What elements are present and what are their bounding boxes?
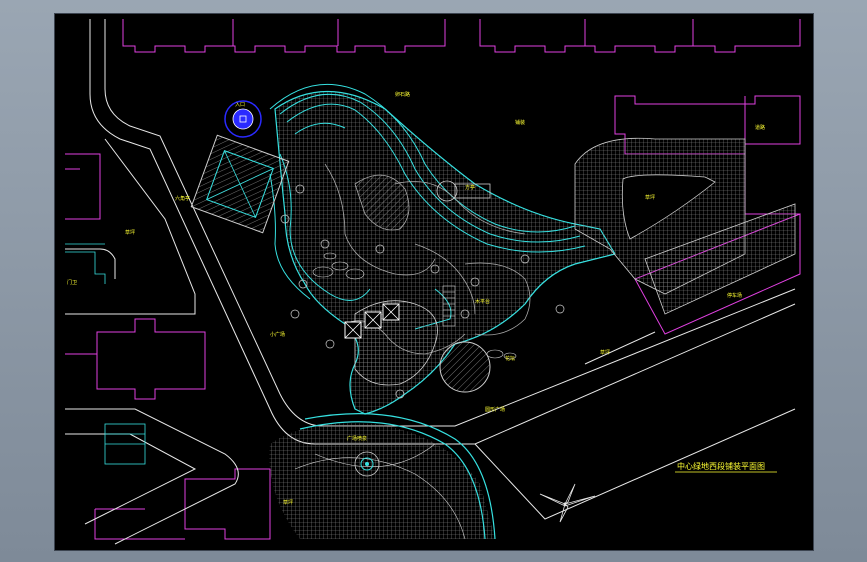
label-flower-bed: 花坛 [505, 355, 515, 362]
water-feature [224, 100, 262, 138]
label-grass-b: 草坪 [600, 349, 610, 356]
label-entry: 入口 [235, 102, 245, 108]
label-ring: 圆形广场 [485, 406, 505, 413]
hexagonal-pavilion [190, 134, 290, 234]
roads [65, 19, 796, 545]
label-pavilion: 六角亭 [175, 195, 190, 202]
cad-drawing-viewport: 广场喷泉 铺装 草坪 草坪 草坪 草坪 六角亭 圆形广场 卵石路 小广场 入口 … [54, 13, 814, 551]
park-paving [274, 90, 796, 415]
label-grass-d: 草坪 [283, 499, 293, 506]
cyan-paths [269, 83, 586, 330]
top-buildings [122, 19, 801, 53]
shrubs [312, 252, 517, 360]
label-paving: 铺装 [515, 119, 525, 126]
north-arrow-icon [539, 483, 596, 523]
site-plan-drawing: 广场喷泉 铺装 草坪 草坪 草坪 草坪 六角亭 圆形广场 卵石路 小广场 入口 … [65, 19, 801, 545]
label-garage: 停车场 [727, 292, 742, 299]
left-gate-structure [65, 243, 146, 465]
square-kiosk [436, 180, 491, 202]
label-grass-a: 草坪 [125, 229, 135, 236]
left-buildings [65, 153, 271, 540]
circular-plaza [269, 413, 496, 540]
wood-deck [442, 285, 456, 327]
label-plaza-fountain: 广场喷泉 [347, 435, 367, 442]
trees [280, 184, 565, 399]
map-labels: 广场喷泉 铺装 草坪 草坪 草坪 草坪 六角亭 圆形广场 卵石路 小广场 入口 … [67, 91, 765, 506]
label-square-kiosk: 方亭 [465, 184, 475, 191]
label-grass-c: 草坪 [645, 194, 655, 201]
label-road-right: 道路 [755, 124, 765, 131]
flower-bed [439, 341, 491, 393]
label-left-gate: 门卫 [67, 279, 77, 286]
label-small-plaza: 小广场 [270, 331, 285, 338]
drawing-title: 中心绿地西段铺装平面图 [677, 461, 765, 471]
stone-paths [324, 163, 531, 355]
label-stone-path: 卵石路 [395, 91, 410, 98]
small-plaza [344, 300, 438, 386]
label-wood-deck: 木平台 [475, 298, 490, 305]
